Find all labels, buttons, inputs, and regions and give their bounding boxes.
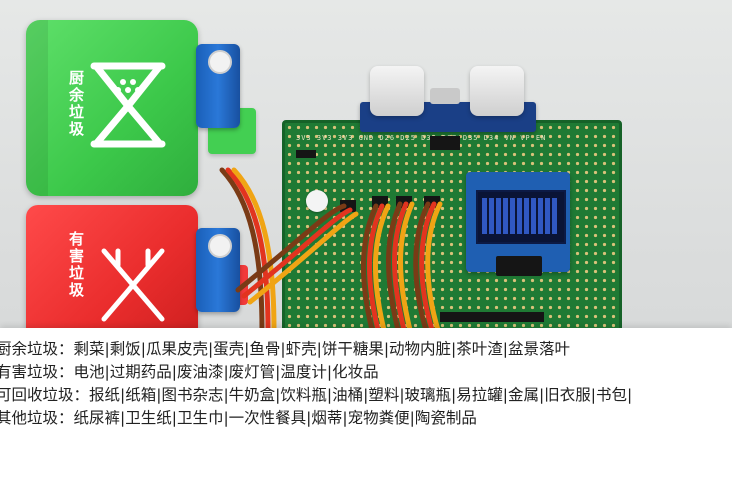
pin-header <box>424 196 440 208</box>
category-line-food: 厨余垃圾：剩菜|剩饭|瓜果皮壳|蛋壳|鱼骨|虾壳|饼干糖果|动物内脏|茶叶渣|盆… <box>0 340 571 358</box>
pin-header <box>430 136 460 150</box>
servo-motor-bottom <box>196 228 240 312</box>
pin-header <box>440 312 544 322</box>
ultrasonic-transducer-right <box>470 66 524 116</box>
sensor-crystal <box>430 88 460 104</box>
food-waste-symbol-icon <box>90 62 166 148</box>
buzzer <box>306 190 328 212</box>
oled-connector <box>496 256 542 276</box>
food-waste-bin: 厨余垃圾 <box>26 20 198 196</box>
category-line-recyclable: 可回收垃圾：报纸|纸箱|图书杂志|牛奶盒|饮料瓶|油桶|塑料|玻璃瓶|易拉罐|金… <box>0 386 633 404</box>
ultrasonic-transducer-left <box>370 66 424 116</box>
pcb-pin-labels: 3V3 3V3 3V3 GND D26 D25 D33 D32 D35 D34 … <box>296 134 547 142</box>
category-list: 厨余垃圾：剩菜|剩饭|瓜果皮壳|蛋壳|鱼骨|虾壳|饼干糖果|动物内脏|茶叶渣|盆… <box>0 338 732 430</box>
servo-hub <box>208 234 232 258</box>
servo-motor-top <box>196 44 240 128</box>
category-line-other: 其他垃圾：纸尿裤|卫生纸|卫生巾|一次性餐具|烟蒂|宠物粪便|陶瓷制品 <box>0 409 477 427</box>
pin-header <box>396 196 412 208</box>
hazardous-symbol-icon <box>101 248 165 322</box>
waste-categories-panel: 厨余垃圾：剩菜|剩饭|瓜果皮壳|蛋壳|鱼骨|虾壳|饼干糖果|动物内脏|茶叶渣|盆… <box>0 328 732 483</box>
servo-hub <box>208 50 232 74</box>
food-bin-tab-wrapper <box>26 20 256 196</box>
oled-display-content <box>482 198 558 234</box>
category-line-hazardous: 有害垃圾：电池|过期药品|废油漆|废灯管|温度计|化妆品 <box>0 363 379 381</box>
food-waste-bin-label: 厨余垃圾 <box>67 70 85 138</box>
bin-side-shade <box>26 20 48 196</box>
circuit-board <box>282 120 622 332</box>
pin-header <box>372 196 388 208</box>
hazardous-waste-bin-label: 有害垃圾 <box>67 231 85 299</box>
hazardous-waste-bin: 有害垃圾 <box>26 205 248 335</box>
pin-header <box>296 150 316 158</box>
pin-header <box>340 200 356 212</box>
